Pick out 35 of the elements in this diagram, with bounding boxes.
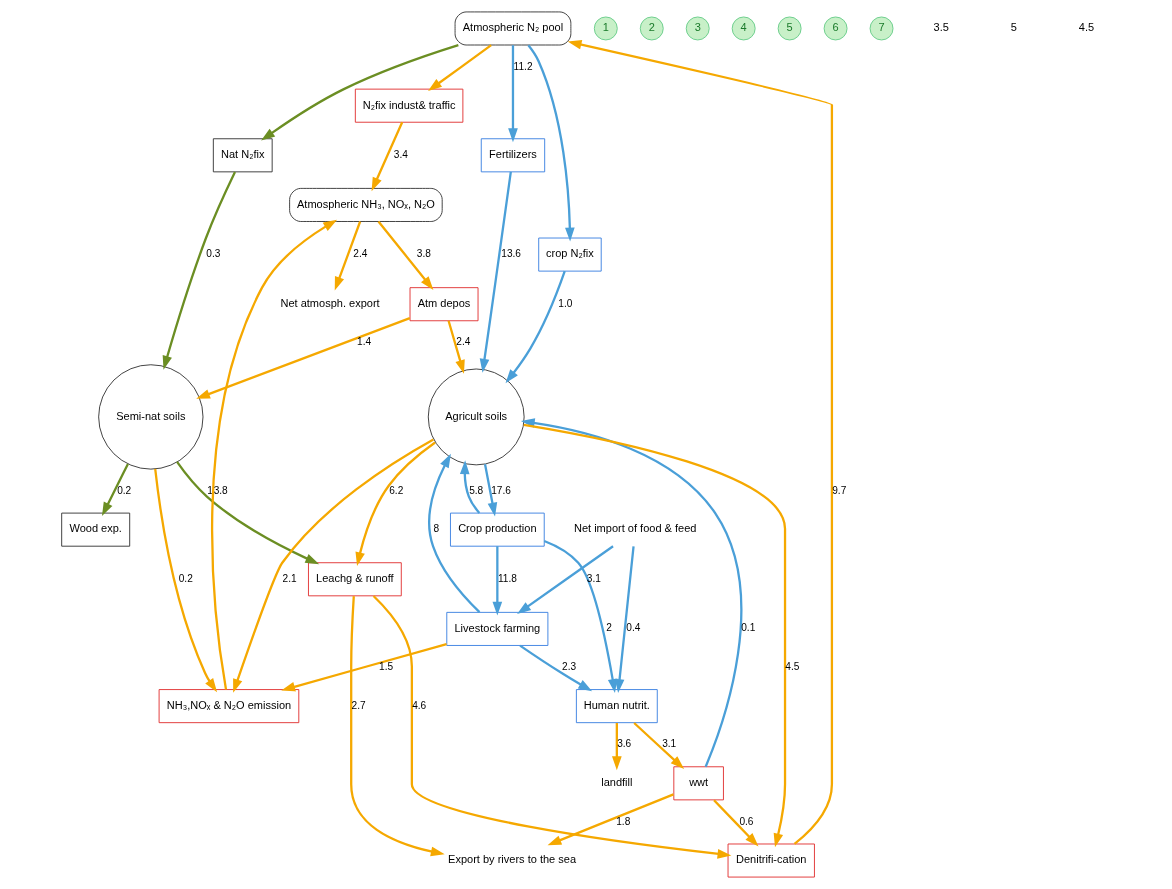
edge-label: 0.2 xyxy=(116,484,131,496)
label: 4.5 xyxy=(1078,21,1094,34)
edge-label: 1.8 xyxy=(615,815,630,827)
edge-label: 6.2 xyxy=(388,484,403,496)
edge-label: 3.1 xyxy=(661,738,676,750)
edge-label: 11.2 xyxy=(513,60,533,72)
edge-label: 5.8 xyxy=(468,484,483,496)
edge-label: 2.1 xyxy=(282,572,297,584)
node-text: Export by rivers to the sea xyxy=(447,853,576,866)
edge-label: 3.8 xyxy=(213,484,228,496)
edge-label: 3.8 xyxy=(416,248,431,260)
edge-label: 1.0 xyxy=(557,297,572,309)
edge-label: 2.3 xyxy=(561,661,576,673)
edge-label: 8 xyxy=(432,523,439,535)
node-text: landfill xyxy=(600,776,632,789)
edge-label: 11.8 xyxy=(497,572,517,584)
node-text: Net import of food & feed xyxy=(573,522,696,535)
edge-label: 3.4 xyxy=(393,148,408,160)
edge-label: 2 xyxy=(605,622,612,634)
edge-label: 0.2 xyxy=(178,572,193,584)
edge-label: 0.6 xyxy=(738,815,753,827)
edge-label: 1 xyxy=(206,484,213,496)
edge-label: 0.4 xyxy=(625,622,640,634)
edge-label: 2.4 xyxy=(455,336,470,348)
edge-label: 13.6 xyxy=(500,248,521,260)
edge-label: 1.5 xyxy=(378,661,393,673)
edge-label: 0.1 xyxy=(740,622,755,634)
edge-label: 17.6 xyxy=(490,484,511,496)
label: 3.5 xyxy=(933,21,949,34)
edge-label: 2.7 xyxy=(351,699,366,711)
edge-label: 1.4 xyxy=(356,336,371,348)
edge-label: 2.4 xyxy=(352,248,367,260)
label: 5 xyxy=(1010,21,1017,34)
node-text: Net atmosph. export xyxy=(279,297,380,310)
edge-label: 0.3 xyxy=(205,248,220,260)
